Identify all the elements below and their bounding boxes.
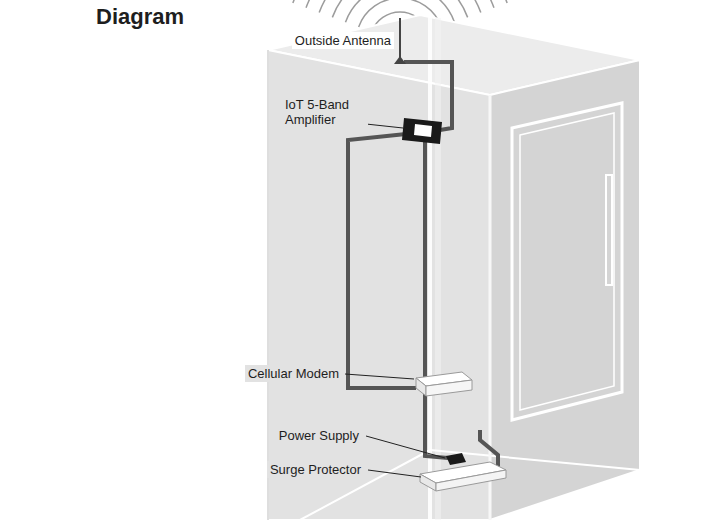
radio-wave [332, 0, 467, 17]
radio-wave [319, 0, 481, 13]
diagram-title: Diagram [96, 4, 184, 30]
cabinet-side [490, 60, 640, 520]
leader-line [345, 374, 414, 379]
cabinet-front [268, 50, 490, 520]
part-label: Power Supply [276, 427, 362, 444]
amplifier-box [402, 118, 442, 144]
part-label: IoT 5-Band Amplifier [282, 96, 368, 128]
cabinet-edge [489, 95, 492, 520]
cabinet-door-inner [520, 113, 614, 410]
surge-protector-front [420, 474, 436, 491]
cabinet-back-edge [428, 17, 432, 520]
antenna-base [394, 56, 406, 64]
radio-wave [306, 0, 494, 8]
power-supply-brick [446, 453, 466, 465]
leader-line [368, 470, 421, 477]
cabinet-edge [268, 50, 269, 520]
antenna-rod [399, 18, 401, 60]
part-label: Outside Antenna [292, 32, 394, 49]
door-handle [606, 175, 612, 285]
amplifier-screen [414, 124, 432, 137]
modem-cable [348, 134, 416, 388]
leader-line [366, 124, 403, 128]
part-label: Cellular Modem [245, 365, 342, 382]
modem-front [416, 378, 426, 396]
cabinet-door [512, 103, 622, 420]
part-label: Surge Protector [267, 461, 364, 478]
amplifier-power-cable [425, 140, 448, 458]
surge-protector-side [436, 470, 506, 491]
leader-line [366, 436, 445, 458]
modem-side [426, 380, 472, 396]
cabinet-glow [435, 18, 441, 520]
radio-wave [293, 0, 507, 3]
